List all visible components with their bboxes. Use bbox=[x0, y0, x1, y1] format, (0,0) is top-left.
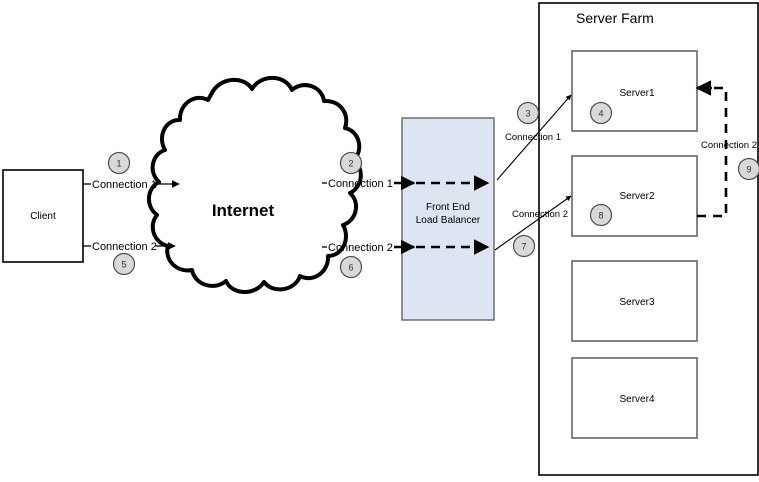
load-balancer-box[interactable] bbox=[401, 117, 495, 321]
badge-8-number: 8 bbox=[598, 211, 603, 221]
badge-5[interactable]: 5 bbox=[112, 252, 136, 276]
server3-label: Server3 bbox=[619, 297, 654, 308]
badge-1-circle[interactable] bbox=[107, 151, 131, 175]
server2-label: Server2 bbox=[619, 191, 654, 202]
badge-6[interactable]: 6 bbox=[339, 255, 363, 279]
load-balancer-node[interactable]: Front End Load Balancer bbox=[401, 117, 495, 321]
edge-dashed-return-path bbox=[697, 86, 728, 218]
edge-lb-server1: Connection 1 bbox=[496, 94, 572, 181]
badge-3[interactable]: 3 bbox=[516, 101, 540, 125]
badge-2[interactable]: 2 bbox=[339, 151, 363, 175]
server-farm-label: Server Farm bbox=[576, 10, 654, 26]
badge-9-number: 9 bbox=[746, 165, 751, 175]
badge-9-circle[interactable] bbox=[737, 157, 759, 181]
edge-label-lb-server1: Connection 1 bbox=[505, 132, 561, 143]
badge-3-circle[interactable] bbox=[516, 101, 540, 125]
edge-client-internet-1: Connection 1 bbox=[83, 179, 180, 191]
edge-label-lb-server2: Connection 2 bbox=[512, 209, 568, 220]
server1-node[interactable]: Server1 bbox=[571, 50, 698, 132]
badge-1[interactable]: 1 bbox=[107, 151, 131, 175]
edge-server2-server1: Connection 2 bbox=[695, 80, 757, 218]
badge-4-number: 4 bbox=[598, 109, 603, 119]
badge-7-circle[interactable] bbox=[512, 234, 536, 258]
load-balancer-label-line1: Front End bbox=[426, 202, 470, 213]
server2-node[interactable]: Server2 bbox=[571, 155, 698, 237]
edge-label-internet-lb-2: Connection 2 bbox=[328, 242, 393, 254]
badge-4-circle[interactable] bbox=[589, 101, 613, 125]
badge-7-number: 7 bbox=[521, 242, 526, 252]
badge-3-number: 3 bbox=[525, 109, 530, 119]
edge-internet-lb-1: Connection 1 bbox=[322, 175, 490, 191]
server4-label: Server4 bbox=[619, 394, 654, 405]
badge-2-circle[interactable] bbox=[339, 151, 363, 175]
badge-4[interactable]: 4 bbox=[589, 101, 613, 125]
badge-8[interactable]: 8 bbox=[589, 203, 613, 227]
badge-6-circle[interactable] bbox=[339, 255, 363, 279]
edge-line-lb-server1 bbox=[496, 94, 572, 181]
edge-label-client-internet-1: Connection 1 bbox=[92, 179, 157, 191]
server4-box[interactable] bbox=[571, 357, 698, 439]
client-label: Client bbox=[30, 211, 56, 222]
edge-client-internet-2: Connection 2 bbox=[83, 241, 176, 253]
client-box[interactable] bbox=[2, 169, 84, 263]
badge-5-number: 5 bbox=[121, 260, 126, 270]
edge-label-server2-server1: Connection 2 bbox=[701, 140, 757, 151]
badge-2-number: 2 bbox=[348, 159, 353, 169]
client-node[interactable]: Client bbox=[2, 169, 84, 263]
internet-label: Internet bbox=[212, 201, 275, 220]
server1-label: Server1 bbox=[619, 88, 654, 99]
edge-label-client-internet-2: Connection 2 bbox=[92, 241, 157, 253]
badge-1-number: 1 bbox=[116, 159, 121, 169]
server2-box[interactable] bbox=[571, 155, 698, 237]
load-balancer-label-line2: Load Balancer bbox=[416, 215, 481, 226]
server3-box[interactable] bbox=[571, 260, 698, 342]
edge-line-lb-server2 bbox=[494, 195, 572, 251]
badge-8-circle[interactable] bbox=[589, 203, 613, 227]
internet-cloud-node[interactable]: Internet bbox=[147, 75, 363, 294]
server4-node[interactable]: Server4 bbox=[571, 357, 698, 439]
edge-label-internet-lb-1: Connection 1 bbox=[328, 178, 393, 190]
edge-internet-lb-2: Connection 2 bbox=[322, 239, 490, 255]
server3-node[interactable]: Server3 bbox=[571, 260, 698, 342]
badge-7[interactable]: 7 bbox=[512, 234, 536, 258]
badge-6-number: 6 bbox=[348, 263, 353, 273]
badge-5-circle[interactable] bbox=[112, 252, 136, 276]
internet-cloud-shape[interactable] bbox=[147, 75, 363, 294]
edge-lb-server2: Connection 2 bbox=[494, 195, 572, 251]
badge-9[interactable]: 9 bbox=[737, 157, 759, 181]
